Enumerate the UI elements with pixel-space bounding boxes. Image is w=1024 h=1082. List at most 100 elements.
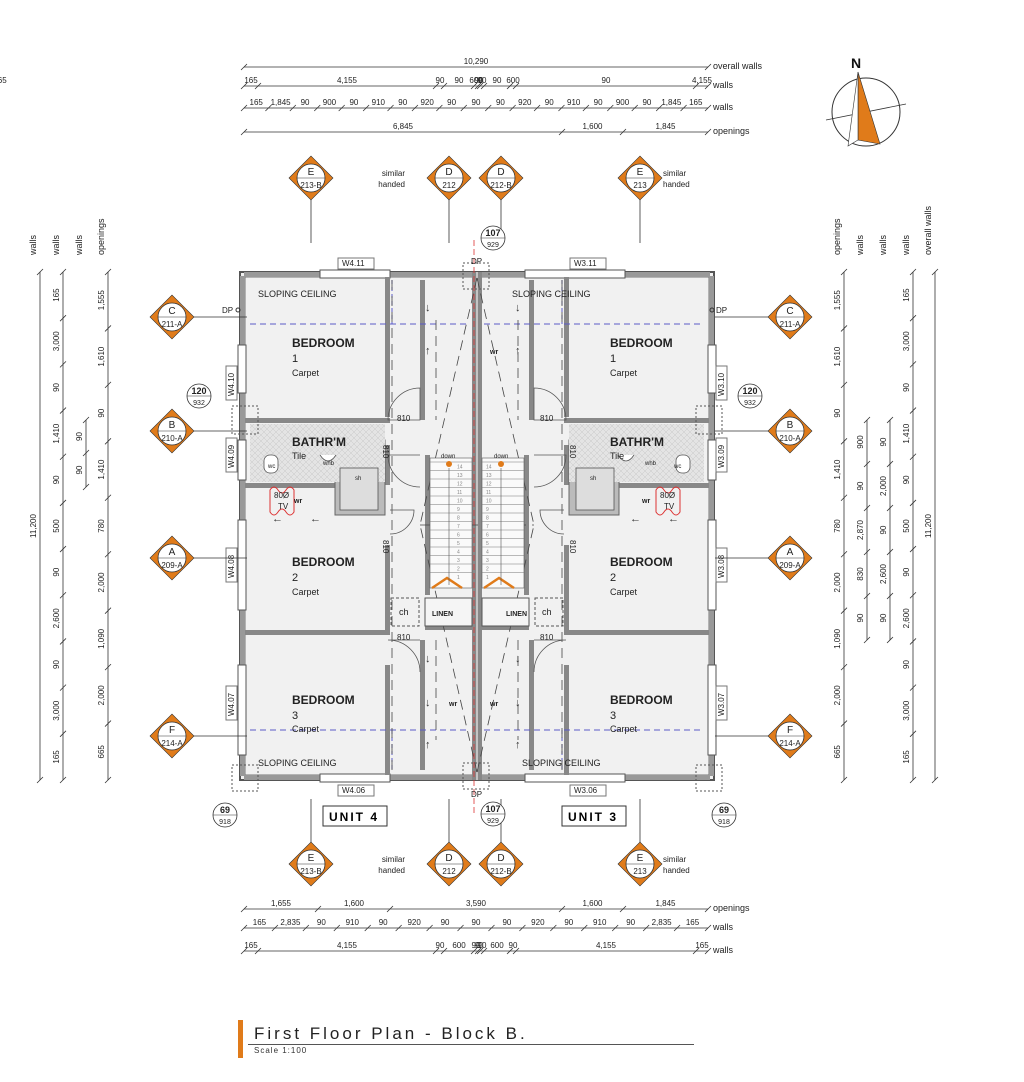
dimension-tick xyxy=(59,730,67,738)
dimension-value: 1,610 xyxy=(833,346,842,367)
dimension-tick xyxy=(387,104,394,112)
section-ref: 213-B xyxy=(300,181,321,190)
dimension-tick xyxy=(886,504,894,512)
dimension-tick xyxy=(512,947,520,955)
dimension-value: 90 xyxy=(545,98,554,107)
dimension-tick xyxy=(655,104,663,112)
dimension-value: 90 xyxy=(52,567,61,576)
dimension-value: 90 xyxy=(317,918,326,927)
dimension-value: 3,000 xyxy=(52,700,61,721)
dimension-value: 11,200 xyxy=(29,514,38,538)
title-underline xyxy=(248,1044,694,1045)
dimension-tick xyxy=(36,776,44,784)
dimension-tick xyxy=(104,494,112,502)
dimension-tick xyxy=(59,776,67,784)
dimension-tick xyxy=(886,636,894,644)
window-tag: W4.11 xyxy=(342,259,365,268)
stair-number: 11 xyxy=(457,490,462,496)
dimension-value: 900 xyxy=(616,98,630,107)
dimension-tick xyxy=(909,591,917,599)
section-id: E xyxy=(308,853,315,864)
dimension-value: 90 xyxy=(496,98,505,107)
dimension-tick xyxy=(104,268,112,276)
dimension-value: 90 xyxy=(52,382,61,391)
dimension-value: 1,600 xyxy=(344,899,365,908)
floor-finish: Carpet xyxy=(610,724,638,734)
window-tag: W3.08 xyxy=(717,554,726,578)
door-width: 810 xyxy=(381,445,390,459)
drawing-scale: Scale 1:100 xyxy=(254,1046,308,1055)
dimension-value: 665 xyxy=(97,745,106,759)
stair-number: 11 xyxy=(486,490,491,496)
window-tag: W4.09 xyxy=(227,444,236,468)
arrow-glyph: ↓ xyxy=(515,302,521,314)
dimension-tick xyxy=(840,776,848,784)
dimension-tick xyxy=(840,438,848,445)
drawing-title: First Floor Plan - Block B. xyxy=(254,1024,528,1043)
floor-finish: Tile xyxy=(610,451,624,461)
stair-number: 14 xyxy=(457,465,463,471)
dimension-value: 4,155 xyxy=(596,941,617,950)
floor-finish: Carpet xyxy=(292,587,320,597)
sloping-ceiling-label: SLOPING CEILING xyxy=(512,289,591,299)
dimension-value: 1,600 xyxy=(582,122,603,131)
dimension-tick xyxy=(488,924,495,932)
dimension-value: 90 xyxy=(75,432,84,441)
section-ref: 211-A xyxy=(162,320,183,329)
section-ref: 212-B xyxy=(490,181,511,190)
floor-finish: Tile xyxy=(292,451,306,461)
dimension-value: 600 xyxy=(452,941,466,950)
detail-number: 120 xyxy=(742,386,757,396)
dimension-tick xyxy=(931,776,939,784)
stair-number: 3 xyxy=(457,558,460,564)
dimension-tick xyxy=(474,82,482,90)
detail-number: 69 xyxy=(719,805,729,815)
dimension-tick xyxy=(36,268,44,276)
dimension-value: 1,600 xyxy=(582,899,603,908)
stair-number: 8 xyxy=(486,516,489,522)
dimension-tick xyxy=(909,453,917,461)
dimension-value: 11,200 xyxy=(924,514,933,538)
door-width: 810 xyxy=(540,633,554,642)
dimension-value: 90 xyxy=(502,918,511,927)
detail-ref: 918 xyxy=(219,819,231,826)
dimension-tick xyxy=(432,82,440,90)
stair-number: 13 xyxy=(457,473,463,479)
dimension-value: 2,835 xyxy=(280,918,301,927)
wardrobe-label: wr xyxy=(448,701,457,708)
door-width: 810 xyxy=(397,414,411,423)
dimension-tick xyxy=(840,720,848,727)
section-id: F xyxy=(787,725,793,736)
dimension-value: 165 xyxy=(689,98,703,107)
arrow-glyph: ← xyxy=(630,513,641,525)
dimension-value: 6,845 xyxy=(393,122,414,131)
dimension-value: 910 xyxy=(567,98,581,107)
dimension-tick xyxy=(909,499,917,507)
arrow-glyph: ← xyxy=(272,513,283,525)
section-ref: 213 xyxy=(633,181,647,190)
detail-number: 107 xyxy=(485,804,500,814)
similar-handed-note: handed xyxy=(378,866,405,875)
dimension-row-label: walls xyxy=(712,922,734,932)
section-id: D xyxy=(445,853,452,864)
dimension-value: 4,155 xyxy=(337,76,358,85)
dimension-value: 3,590 xyxy=(466,899,487,908)
dimension-value: 90 xyxy=(626,918,635,927)
wardrobe-label: wr xyxy=(489,701,498,708)
dimension-value: 1,090 xyxy=(833,628,842,649)
floor-finish: Carpet xyxy=(292,368,320,378)
dimension-value: 90 xyxy=(475,76,484,85)
dimension-tick xyxy=(104,550,112,558)
dimension-column-label: walls xyxy=(878,234,888,256)
cupboard-label: ch xyxy=(399,607,409,617)
wardrobe-label: wr xyxy=(641,498,650,505)
dimension-tick xyxy=(631,104,639,112)
dimension-tick xyxy=(440,947,448,955)
shower-label: sh xyxy=(355,476,361,482)
dimension-value: 165 xyxy=(244,76,258,85)
dimension-value: 90 xyxy=(879,613,888,622)
section-id: C xyxy=(786,306,793,317)
